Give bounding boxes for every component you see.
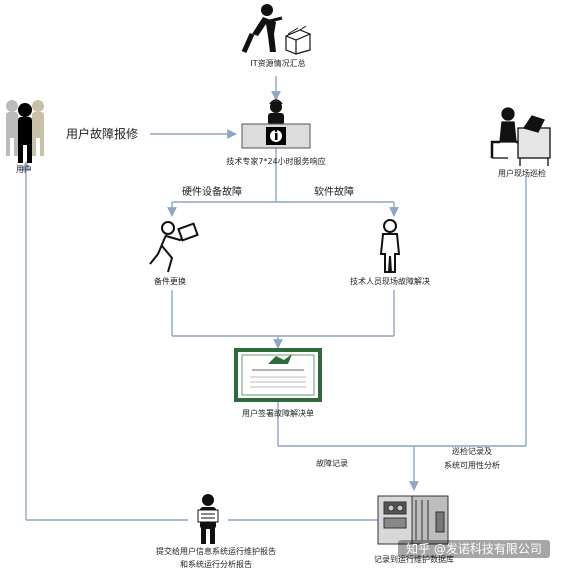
sign-form-label: 用户签署故障解决单: [242, 408, 314, 418]
software-fault-label: 软件故障: [314, 185, 354, 198]
database-label: 记录到运行维护数据库: [374, 554, 454, 564]
hardware-fault-label: 硬件设备故障: [182, 185, 242, 198]
report-label-line2: 和系统运行分析报告: [180, 559, 252, 569]
watermark: 知乎 @发诺科技有限公司: [398, 540, 550, 558]
flow-connectors: [21, 76, 527, 521]
certificate-icon: [234, 348, 322, 402]
sign-form-node: 用户签署故障解决单: [234, 348, 322, 418]
inspection-record-label-line1: 巡检记录及: [452, 446, 492, 456]
onsite-inspection-node: 用户现场巡检: [490, 107, 551, 178]
person-holding-report-icon: [197, 494, 219, 544]
spare-parts-node: 备件更换: [149, 221, 199, 286]
onsite-inspection-label: 用户现场巡检: [498, 168, 546, 178]
expert-label: 技术专家7*24小时服务响应: [226, 156, 325, 166]
user-report-label: 用户故障报修: [66, 126, 138, 141]
inspector-at-computer-icon: [490, 107, 551, 166]
user-group-icon: [6, 100, 44, 163]
it-resource-label: IT资源情况汇总: [250, 58, 305, 68]
report-node: 提交给用户信息系统运行维护报告 和系统运行分析报告: [156, 494, 276, 569]
report-label-line1: 提交给用户信息系统运行维护报告: [156, 546, 276, 556]
onsite-fix-node: 技术人员现场故障解决: [350, 219, 430, 286]
spare-parts-label: 备件更换: [154, 276, 186, 286]
user-node: 用户: [6, 100, 44, 174]
watermark-text: 知乎 @发诺科技有限公司: [406, 541, 542, 556]
it-resource-node: IT资源情况汇总: [241, 4, 311, 68]
onsite-fix-label: 技术人员现场故障解决: [350, 276, 430, 286]
server-rack-icon: [377, 495, 449, 545]
person-carrying-part-icon: [149, 221, 199, 273]
support-agent-desk-icon: [241, 99, 311, 149]
worker-with-box-icon: [241, 4, 311, 55]
database-node: 记录到运行维护数据库: [374, 495, 454, 564]
technician-standing-icon: [379, 219, 401, 273]
fault-record-label: 故障记录: [316, 458, 348, 468]
user-label: 用户: [16, 164, 32, 174]
expert-node: 技术专家7*24小时服务响应: [226, 99, 326, 166]
inspection-record-label-line2: 系统可用性分析: [444, 460, 500, 470]
